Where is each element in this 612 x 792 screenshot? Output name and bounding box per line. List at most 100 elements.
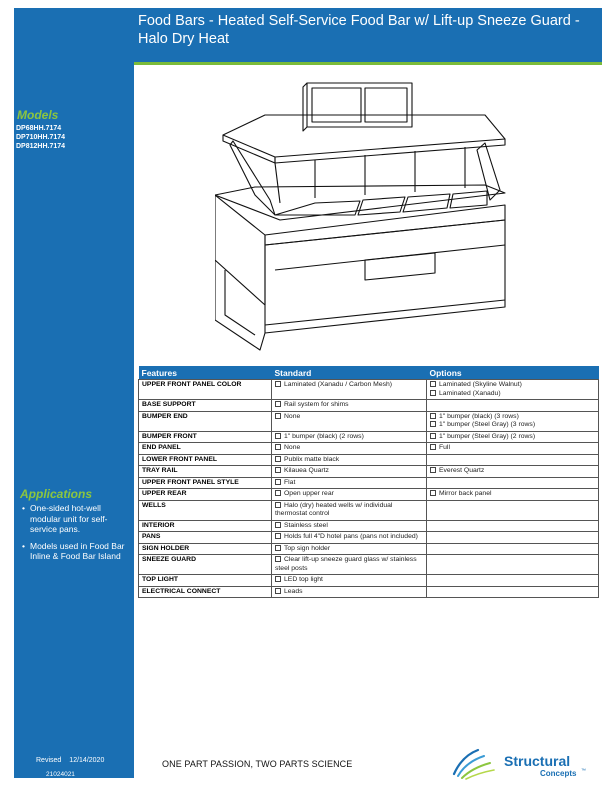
standard-item: Publix matte black: [275, 456, 423, 465]
checkbox-icon: [275, 401, 281, 408]
checkbox-icon: [430, 432, 436, 439]
revised-date: 12/14/2020: [69, 757, 105, 764]
sidebar: [14, 8, 134, 778]
checkbox-icon: [275, 501, 281, 508]
table-row: UPPER FRONT PANEL STYLE Flat: [138, 476, 599, 489]
bullet-icon: •: [22, 540, 25, 551]
options-cell: Laminated (Skyline Walnut) Laminated (Xan…: [426, 379, 599, 400]
swoosh-icon: [452, 748, 495, 780]
feature-cell: LOWER FRONT PANEL: [138, 453, 272, 466]
options-cell: [426, 453, 599, 466]
standard-cell: Open upper rear: [271, 488, 427, 501]
table-row: SIGN HOLDER Top sign holder: [138, 542, 599, 555]
options-cell: 1" bumper (Steel Gray) (2 rows): [426, 430, 599, 443]
checkbox-icon: [275, 533, 281, 540]
options-cell: Everest Quartz: [426, 465, 599, 478]
feature-cell: PANS: [138, 531, 272, 544]
standard-item: Halo (dry) heated wells w/ individual th…: [275, 502, 423, 519]
checkbox-icon: [430, 444, 436, 451]
options-cell: [426, 531, 599, 544]
feature-cell: END PANEL: [138, 442, 272, 455]
checkbox-icon: [430, 421, 436, 428]
standard-item: LED top light: [275, 576, 423, 585]
standard-item: Stainless steel: [275, 522, 423, 531]
options-text: Laminated (Skyline Walnut): [439, 381, 522, 388]
options-cell: Mirror back panel: [426, 488, 599, 501]
standard-text: Flat: [284, 478, 296, 486]
checkbox-icon: [430, 412, 436, 419]
feature-cell: UPPER FRONT PANEL STYLE: [138, 476, 272, 489]
checkbox-icon: [430, 389, 436, 396]
options-cell: [426, 499, 599, 521]
standard-item: Flat: [275, 479, 423, 488]
standard-text: Holds full 4"D hotel pans (pans not incl…: [284, 533, 418, 540]
standard-item: Holds full 4"D hotel pans (pans not incl…: [275, 533, 423, 542]
standard-item: Top sign holder: [275, 545, 423, 554]
feature-cell: TOP LIGHT: [138, 574, 272, 587]
options-item: Full: [430, 444, 595, 453]
standard-text: Open upper rear: [284, 490, 334, 497]
standard-cell: LED top light: [271, 574, 427, 587]
column-header-options: Options: [426, 366, 599, 380]
checkbox-icon: [275, 381, 281, 388]
model-item: DP812HH.7174: [16, 143, 66, 150]
checkbox-icon: [430, 490, 436, 497]
checkbox-icon: [275, 412, 281, 419]
standard-text: Halo (dry) heated wells w/ individual th…: [275, 501, 393, 518]
standard-item: Open upper rear: [275, 490, 423, 499]
page-title: Food Bars - Heated Self-Service Food Bar…: [138, 13, 580, 47]
options-text: 1" bumper (Steel Gray) (2 rows): [439, 432, 536, 440]
standard-text: None: [284, 444, 301, 451]
standard-item: 1" bumper (black) (2 rows): [275, 433, 423, 442]
standard-cell: Kilauea Quartz: [271, 465, 427, 478]
feature-cell: UPPER FRONT PANEL COLOR: [138, 379, 272, 400]
model-list: DP68HH.7174 DP710HH.7174 DP812HH.7174: [16, 124, 65, 151]
table-row: PANS Holds full 4"D hotel pans (pans not …: [138, 531, 599, 544]
feature-cell: WELLS: [138, 499, 272, 521]
feature-cell: SNEEZE GUARD: [138, 554, 272, 575]
structural-concepts-logo: Structural Concepts ™: [452, 748, 586, 780]
bullet-icon: •: [22, 503, 25, 513]
standard-cell: Top sign holder: [271, 542, 427, 555]
table-row: UPPER FRONT PANEL COLOR Laminated (Xanadu…: [138, 379, 599, 400]
checkbox-icon: [275, 455, 281, 462]
standard-item: None: [275, 444, 423, 453]
options-cell: Full: [426, 442, 599, 455]
checkbox-icon: [275, 490, 281, 497]
checkbox-icon: [275, 576, 281, 583]
feature-cell: ELECTRICAL CONNECT: [138, 585, 272, 598]
checkbox-icon: [275, 587, 281, 594]
standard-cell: Flat: [271, 476, 427, 489]
feature-cell: BUMPER END: [138, 410, 272, 432]
checkbox-icon: [275, 544, 281, 551]
options-cell: [426, 399, 599, 412]
model-item: DP710HH.7174: [16, 134, 66, 141]
options-item: Mirror back panel: [430, 490, 595, 499]
standard-item: Clear lift-up sneeze guard glass w/ stai…: [275, 556, 423, 573]
standard-text: Top sign holder: [284, 544, 331, 552]
options-item: Laminated (Xanadu): [430, 390, 595, 399]
standard-cell: None: [271, 410, 427, 432]
feature-cell: TRAY RAIL: [138, 465, 272, 478]
feature-cell: SIGN HOLDER: [138, 542, 272, 555]
logo-subtext: Concepts: [540, 769, 577, 778]
standard-cell: Clear lift-up sneeze guard glass w/ stai…: [271, 554, 427, 575]
options-item: Everest Quartz: [430, 467, 595, 476]
checkbox-icon: [430, 467, 436, 474]
standard-text: LED top light: [284, 576, 323, 583]
column-header-standard: Standard: [271, 366, 427, 380]
standard-text: Rail system for shims: [284, 401, 349, 408]
table-row: TOP LIGHT LED top light: [138, 574, 599, 587]
standard-text: Stainless steel: [284, 521, 328, 529]
options-text: Full: [439, 444, 450, 451]
table-header-row: Features Standard Options: [138, 366, 599, 380]
standard-cell: Stainless steel: [271, 519, 427, 532]
features-table-body: UPPER FRONT PANEL COLOR Laminated (Xanadu…: [138, 379, 599, 598]
